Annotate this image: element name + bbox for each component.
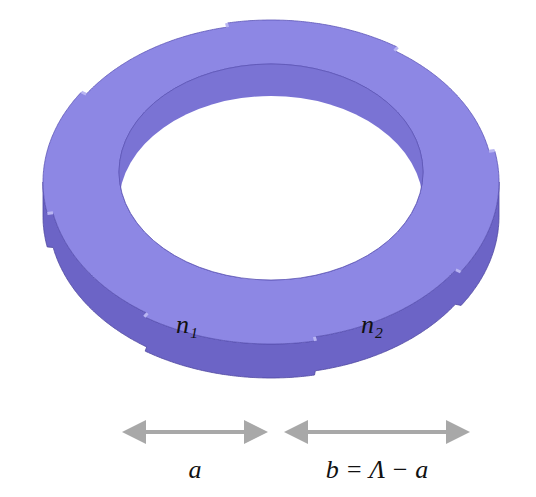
ring-top (43, 20, 499, 344)
length-b: b = Λ − a (326, 457, 428, 483)
step-edge (47, 211, 53, 215)
step-edge (144, 313, 147, 316)
step-edge (227, 23, 228, 27)
period-arrow-a (134, 430, 256, 434)
segment-steps (47, 23, 494, 341)
step-edge (81, 92, 86, 94)
inner-edge (119, 64, 423, 280)
step-edge (456, 270, 461, 272)
step-edge (489, 149, 495, 153)
step-edge (395, 47, 398, 50)
period-arrow-b (296, 430, 458, 434)
step-edge (314, 337, 315, 341)
index-n2: n₂ (361, 312, 383, 338)
index-n1: n₁ (176, 312, 198, 338)
length-a: a (189, 457, 202, 483)
